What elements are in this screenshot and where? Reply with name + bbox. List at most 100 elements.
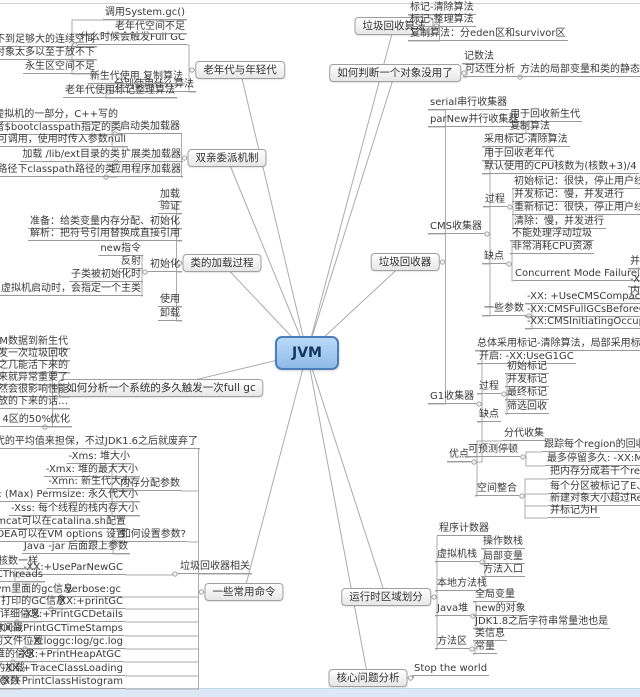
mindmap-node-n509[interactable]: tomcat可以在catalina.sh配置 — [0, 516, 128, 529]
mindmap-node-n603[interactable]: 复制算法：分eden区和survivor区 — [408, 28, 568, 41]
mindmap-node-n104[interactable]: 代，找不到足够大的连续空间 — [0, 34, 97, 47]
mindmap-node-n529[interactable]: 类的加载 — [0, 663, 27, 676]
mindmap-node-n912[interactable]: 类信息 — [473, 628, 507, 641]
mindmap-node-n102[interactable]: 调用System.gc() — [102, 7, 187, 20]
branch-topic-t6[interactable]: 垃圾回收算法 — [354, 17, 434, 35]
mindmap-node-n307[interactable]: 反射 — [119, 256, 143, 269]
mindmap-node-n506[interactable]: -XX: (Max) Permsize: 永久代大小 — [0, 489, 140, 502]
mindmap-node-n831[interactable]: 最终标记 — [505, 387, 549, 400]
mindmap-node-n308[interactable]: 子类被初始化时 — [69, 269, 143, 282]
mindmap-node-n103[interactable]: 老年代空间不足 — [113, 21, 187, 34]
mindmap-node-n901[interactable]: 程序计数器 — [437, 523, 491, 536]
mindmap-node-n811[interactable]: 并发标记：慢，并发进行 — [512, 189, 626, 202]
mindmap-node-n503[interactable]: -Xms: 堆大小 — [66, 451, 132, 464]
mindmap-node-n507[interactable]: -Xss: 每个线程的栈内存大小 — [9, 503, 140, 516]
branch-topic-t8[interactable]: 垃圾回收器 — [370, 253, 440, 271]
mindmap-node-n204[interactable]: 程序员不可调用，使用时传入参数null — [0, 134, 128, 147]
mindmap-node-n502[interactable]: 内存分配参数 — [118, 478, 182, 491]
mindmap-node-n823[interactable]: -XX:CMSFullGCsBeforeCompacti — [525, 304, 640, 317]
mindmap-node-n526[interactable]: -XX:+PrintHeapAtGC — [15, 649, 123, 662]
mindmap-node-n1001[interactable]: Stop the world — [412, 663, 490, 676]
mindmap-node-n518[interactable]: -XX:+printGC — [54, 596, 125, 609]
mindmap-node-n108[interactable]: 新生代使用 复制算法 — [87, 71, 185, 84]
mindmap-node-n837[interactable]: 跟踪每个region的回收价 — [542, 439, 640, 452]
branch-topic-t3[interactable]: 类的加载过程 — [182, 254, 262, 272]
mindmap-node-n519[interactable]: 打印的GC信息 — [0, 596, 68, 609]
mindmap-node-n203[interactable]: 加载 /lib或者$bootclasspath指定的类 — [0, 122, 123, 135]
mindmap-node-n809[interactable]: 过程 — [483, 194, 507, 207]
mindmap-node-n814[interactable]: 缺点 — [482, 251, 506, 264]
mindmap-node-n301[interactable]: 加载 — [158, 189, 182, 202]
branch-topic-t1[interactable]: 老年代与年轻代 — [195, 61, 285, 79]
mindmap-node-n208[interactable]: 用户路径下classpath路径的类 — [0, 164, 117, 177]
mindmap-node-n304[interactable]: 解析：把符号引用替换成直接引用 — [28, 228, 182, 241]
mindmap-node-n109[interactable]: 老年代使用标记整理算法 — [63, 85, 177, 98]
branch-topic-t9[interactable]: 运行时区域划分 — [341, 588, 431, 606]
mindmap-node-n701[interactable]: 记数法 — [462, 51, 496, 64]
branch-topic-t4[interactable]: 如何分析一个系统的多久触发一次full gc — [58, 379, 264, 397]
mindmap-node-n905[interactable]: 方法入口 — [481, 564, 525, 577]
branch-topic-t10[interactable]: 核心问题分析 — [328, 669, 408, 687]
mindmap-node-n309[interactable]: 虚拟机启动时，会指定一个主类 — [0, 283, 143, 296]
mindmap-node-n505[interactable]: -Xmn: 新生代大小 — [46, 476, 133, 489]
mindmap-node-n904[interactable]: 局部变量 — [481, 551, 525, 564]
mindmap-node-n818[interactable]: 并发 — [628, 256, 640, 269]
mindmap-node-n306[interactable]: new指令 — [98, 243, 143, 256]
mindmap-node-n813[interactable]: 清除：慢，并发进行 — [512, 216, 606, 229]
mindmap-node-n907[interactable]: Java堆 — [435, 603, 471, 616]
mindmap-node-n841[interactable]: 每个分区被标记了E、S、O — [548, 481, 640, 494]
mindmap-node-n825[interactable]: G1收集器 — [428, 391, 477, 404]
mindmap-node-n805[interactable]: CMS收集器 — [428, 221, 484, 234]
mindmap-node-n830[interactable]: 并发标记 — [505, 374, 549, 387]
mindmap-node-n105[interactable]: 年代的对象太多以至于放不下 — [0, 47, 97, 60]
mindmap-node-n407[interactable]: 优化 — [48, 414, 72, 427]
mindmap-node-n310[interactable]: 使用 — [158, 294, 182, 307]
mindmap-node-n404[interactable]: 的下来就异常重要了 — [0, 372, 70, 385]
mindmap-node-n402[interactable]: 会触发一次垃圾回收 — [0, 348, 70, 361]
mindmap-node-n207[interactable]: 应用程序加载器 — [109, 164, 183, 177]
mindmap-node-n107[interactable]: 分别使用什么算法 — [112, 79, 196, 92]
mindmap-node-n812[interactable]: 重新标记：很快，停止用户线程 — [512, 202, 640, 215]
mindmap-node-n835[interactable]: 分代收集 — [502, 428, 546, 441]
mindmap-node-n810[interactable]: 初始标记：很快，停止用户线程 — [512, 176, 640, 189]
mindmap-node-n403[interactable]: 00分之几能活下来的 — [0, 360, 70, 373]
mindmap-node-n826[interactable]: 总体采用标记-清除算法，局部采用标记-整理算法 — [475, 338, 640, 351]
mindmap-node-n302[interactable]: 验证 — [158, 201, 182, 214]
mindmap-node-n843[interactable]: 并标记为H — [548, 505, 600, 518]
mindmap-node-n829[interactable]: 初始标记 — [505, 361, 549, 374]
mindmap-node-n205[interactable]: 扩展类加载器 — [119, 149, 183, 162]
mindmap-node-n910[interactable]: JDK1.8之后字符串常量池也是 — [473, 616, 611, 629]
mindmap-node-n527[interactable]: 印堆的信息 — [0, 649, 37, 662]
mindmap-node-n522[interactable]: -XX:+PrintGCTimeStamps — [0, 623, 125, 636]
mindmap-node-n303[interactable]: 准备：给类变量内存分配、初始化 — [28, 216, 182, 229]
branch-topic-t5[interactable]: 一些常用命令 — [204, 583, 284, 601]
mindmap-node-n510[interactable]: IDEA可以在VM options 设置 — [0, 529, 128, 542]
mindmap-node-n840[interactable]: 把内存分成若干个region， — [548, 466, 640, 479]
mindmap-node-n808[interactable]: 默认使用的CPU核数为(核数+3)/4 — [482, 161, 639, 174]
branch-topic-t7[interactable]: 如何判断一个对象没用了 — [329, 64, 461, 82]
mindmap-node-n311[interactable]: 卸载 — [158, 308, 182, 321]
mindmap-node-n815[interactable]: 不能处理浮动垃圾 — [510, 228, 594, 241]
mindmap-node-n906[interactable]: 本地方法栈 — [435, 578, 489, 591]
mindmap-node-n702[interactable]: 可达性分析 — [463, 64, 517, 77]
mindmap-node-n602[interactable]: 标记-整理算法 — [408, 14, 476, 27]
mindmap-node-n524[interactable]: -X:loggc:log/gc.log — [28, 636, 125, 649]
branch-topic-t2[interactable]: 双亲委派机制 — [187, 149, 267, 167]
mindmap-node-n909[interactable]: new的对象 — [473, 603, 528, 616]
mindmap-node-n902[interactable]: 虚拟机栈 — [435, 549, 479, 562]
mindmap-node-n516[interactable]: verbose:gc — [63, 584, 123, 597]
mindmap-node-n513[interactable]: -XX:+UseParNewGC — [21, 562, 125, 575]
mindmap-node-n531[interactable]: 字参数 — [0, 676, 22, 689]
mindmap-node-n408[interactable]: 4区的50% — [0, 414, 53, 427]
mindmap-node-n834[interactable]: 优点 — [447, 449, 471, 462]
mindmap-node-n508[interactable]: 如何设置参数? — [118, 529, 188, 542]
mindmap-node-n201[interactable]: 启动类加载器 — [118, 121, 182, 134]
mindmap-node-n819[interactable]: -X — [628, 274, 640, 287]
mindmap-node-n838[interactable]: 最多停留多久: -XX:Max — [545, 453, 640, 466]
mindmap-node-n206[interactable]: 加载 /lib/ext目录的类 — [20, 149, 122, 162]
mindmap-node-n405[interactable]: ，显然会很影响性能 — [0, 384, 70, 397]
mindmap-node-n842[interactable]: 新建对象大小超过Region大 — [548, 493, 640, 506]
mindmap-node-n832[interactable]: 筛选回收 — [505, 401, 549, 414]
mindmap-node-n836[interactable]: 可预测停顿 — [466, 444, 520, 457]
mindmap-node-n515[interactable]: eGCThreads — [0, 569, 45, 582]
